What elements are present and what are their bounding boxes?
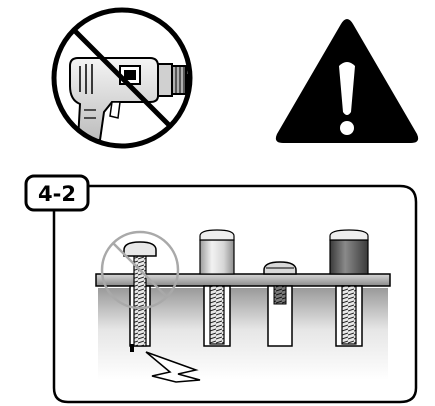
- step-frame: [52, 184, 418, 404]
- prohibition-icon: [100, 230, 180, 310]
- step-label-box: 4-2: [24, 174, 90, 212]
- fastener-with-spacer: [199, 229, 235, 347]
- mounting-board: [95, 273, 391, 287]
- fastener-prohibited: [123, 241, 157, 352]
- fastener-short-with-sleeve: [263, 261, 297, 347]
- warning-triangle-icon: [275, 19, 419, 143]
- step-label: 4-2: [38, 182, 76, 206]
- no-power-drill-icon: [51, 7, 193, 149]
- fastener-with-dark-spacer: [329, 229, 369, 347]
